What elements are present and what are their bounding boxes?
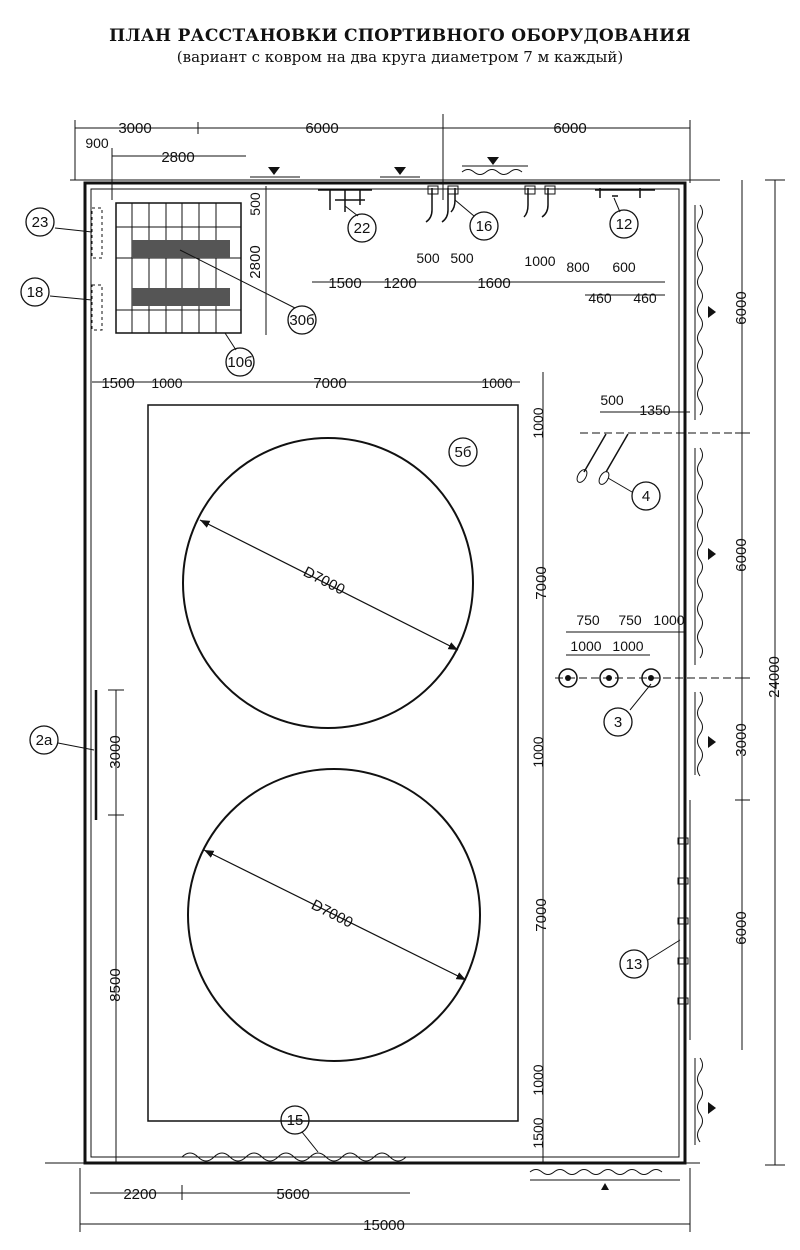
dim-left-8500: 8500 — [107, 968, 124, 1001]
page-title: ПЛАН РАССТАНОВКИ СПОРТИВНОГО ОБОРУДОВАНИ… — [109, 26, 691, 46]
left-wall-elements: 3000 8500 — [94, 689, 124, 1163]
mat-stack: 500 2800 — [91, 186, 296, 335]
dim-vmid-7000-b: 7000 — [533, 898, 550, 931]
dim-bars-1000-a: 1000 — [653, 612, 684, 628]
dim-eq-1600: 1600 — [477, 275, 510, 292]
dim-eq-1200: 1200 — [383, 275, 416, 292]
dim-h-1500: 1500 — [101, 375, 134, 392]
dim-right-6000-b: 6000 — [733, 538, 750, 571]
label-30b: 30б — [289, 312, 314, 329]
dim-right-6000-a: 6000 — [733, 291, 750, 324]
dim-h-1000-b: 1000 — [481, 375, 512, 391]
dim-vmid-1000-c: 1000 — [530, 1064, 546, 1095]
label-12: 12 — [616, 216, 633, 233]
label-5b: 5б — [455, 444, 472, 461]
room-walls — [45, 179, 720, 1165]
rings: 500 1350 — [576, 392, 750, 485]
carpet-vertical-dimensions: 1000 7000 1000 7000 1000 1500 — [530, 372, 550, 1163]
dim-bottom-15000: 15000 — [363, 1217, 405, 1234]
dim-vmid-1000-a: 1000 — [530, 407, 546, 438]
dim-bars-750-a: 750 — [576, 612, 600, 628]
dim-bottom-2200: 2200 — [123, 1186, 156, 1203]
dim-eq-460-b: 460 — [633, 290, 657, 306]
dim-vmid-7000-a: 7000 — [533, 566, 550, 599]
dim-rings-1350: 1350 — [639, 402, 670, 418]
callouts: 23 18 22 16 12 30б 10б 5б 4 3 2а 13 — [20, 197, 681, 1153]
label-15: 15 — [287, 1112, 304, 1129]
dim-top-3000: 3000 — [118, 120, 151, 137]
dim-top-6000-b: 6000 — [553, 120, 586, 137]
dim-eq-460-a: 460 — [588, 290, 612, 306]
right-wall-elements — [677, 204, 716, 1145]
dim-bars-750-b: 750 — [618, 612, 642, 628]
dim-circle-d1: D7000 — [300, 563, 347, 598]
carpet: D7000 D7000 — [147, 404, 519, 1122]
dim-top-2800: 2800 — [161, 149, 194, 166]
top-dimensions: 3000 6000 6000 900 2800 — [74, 114, 691, 200]
dim-left-3000: 3000 — [107, 735, 124, 768]
dim-v-2800: 2800 — [247, 245, 264, 278]
dim-right-24000: 24000 — [766, 656, 783, 698]
dim-eq-800: 800 — [566, 259, 590, 275]
right-dimensions: 6000 6000 3000 6000 24000 — [733, 179, 785, 1166]
dim-rings-500: 500 — [600, 392, 624, 408]
bars: 750 750 1000 1000 1000 — [555, 612, 750, 688]
dim-eq-1500: 1500 — [328, 275, 361, 292]
label-18: 18 — [27, 284, 44, 301]
dim-h-1000-a: 1000 — [151, 375, 182, 391]
equipment-dimensions: 1500 1200 500 500 1600 1000 800 600 460 … — [312, 250, 665, 306]
label-2a: 2а — [36, 732, 53, 749]
label-22: 22 — [354, 220, 371, 237]
dim-bottom-5600: 5600 — [276, 1186, 309, 1203]
carpet-horizontal-dimensions: 1500 1000 7000 1000 — [92, 375, 520, 392]
dim-eq-500-b: 500 — [450, 250, 474, 266]
dim-v-500: 500 — [247, 192, 263, 216]
dim-right-6000-c: 6000 — [733, 911, 750, 944]
dim-vmid-1500: 1500 — [530, 1117, 546, 1148]
label-13: 13 — [626, 956, 643, 973]
label-10b: 10б — [227, 354, 252, 371]
dim-h-7000: 7000 — [313, 375, 346, 392]
dim-eq-600: 600 — [612, 259, 636, 275]
label-23: 23 — [32, 214, 49, 231]
dim-bars-1000-b: 1000 — [570, 638, 601, 654]
dim-right-3000: 3000 — [733, 723, 750, 756]
page-subtitle: (вариант с ковром на два круга диаметром… — [176, 48, 624, 66]
dim-top-900: 900 — [85, 135, 109, 151]
dim-eq-1000: 1000 — [524, 253, 555, 269]
dim-top-6000-a: 6000 — [305, 120, 338, 137]
label-3: 3 — [614, 714, 622, 731]
wall-equipment-top — [318, 185, 655, 223]
bottom-elements: 2200 5600 15000 — [79, 1152, 691, 1234]
dim-eq-500-a: 500 — [416, 250, 440, 266]
dim-bars-1000-c: 1000 — [612, 638, 643, 654]
dim-circle-d2: D7000 — [308, 896, 355, 931]
label-4: 4 — [642, 488, 650, 505]
dim-vmid-1000-b: 1000 — [530, 736, 546, 767]
label-16: 16 — [476, 218, 493, 235]
